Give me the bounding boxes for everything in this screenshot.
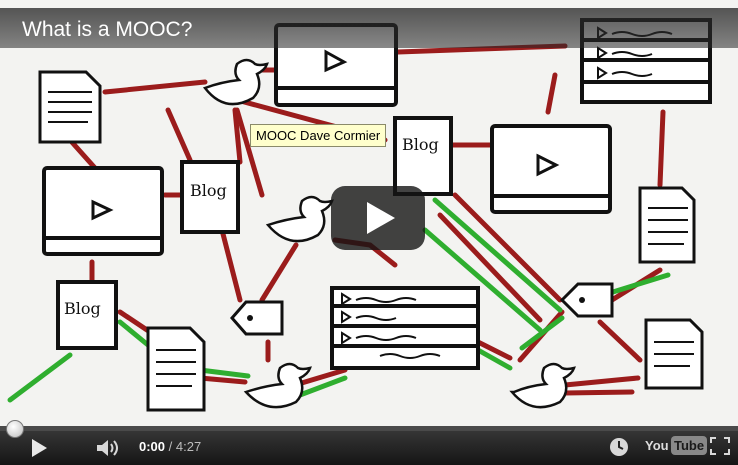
progress-scrubber[interactable] bbox=[6, 420, 24, 438]
bird-icons bbox=[202, 58, 576, 409]
big-play-icon bbox=[367, 202, 395, 234]
video-title-bar[interactable]: What is a MOOC? bbox=[0, 8, 738, 48]
fullscreen-icon[interactable] bbox=[710, 437, 730, 455]
blog-icons bbox=[56, 116, 453, 350]
blog-label: Blog bbox=[64, 299, 101, 318]
tooltip: MOOC Dave Cormier bbox=[250, 124, 387, 147]
time-separator: / bbox=[165, 439, 176, 454]
video-frame[interactable]: Blog Blog Blog bbox=[0, 0, 738, 426]
volume-icon[interactable] bbox=[93, 436, 123, 460]
blog-label: Blog bbox=[402, 135, 439, 154]
big-play-button[interactable] bbox=[331, 186, 425, 250]
clock-icon[interactable] bbox=[608, 436, 630, 458]
feed-lists bbox=[330, 18, 712, 370]
progress-bar[interactable] bbox=[0, 426, 738, 431]
time-display: 0:00 / 4:27 bbox=[139, 439, 201, 454]
video-title[interactable]: What is a MOOC? bbox=[22, 18, 193, 41]
play-icon[interactable] bbox=[32, 439, 47, 457]
blog-label: Blog bbox=[190, 181, 227, 200]
youtube-logo[interactable]: You Tube bbox=[645, 436, 708, 456]
tag-icons bbox=[230, 282, 614, 336]
current-time: 0:00 bbox=[139, 439, 166, 454]
youtube-logo-you: You bbox=[645, 438, 669, 453]
control-bar: 0:00 / 4:27 You Tube bbox=[0, 426, 738, 465]
youtube-logo-tube: Tube bbox=[671, 436, 708, 455]
screen-icons bbox=[42, 23, 612, 256]
duration: 4:27 bbox=[175, 439, 202, 454]
